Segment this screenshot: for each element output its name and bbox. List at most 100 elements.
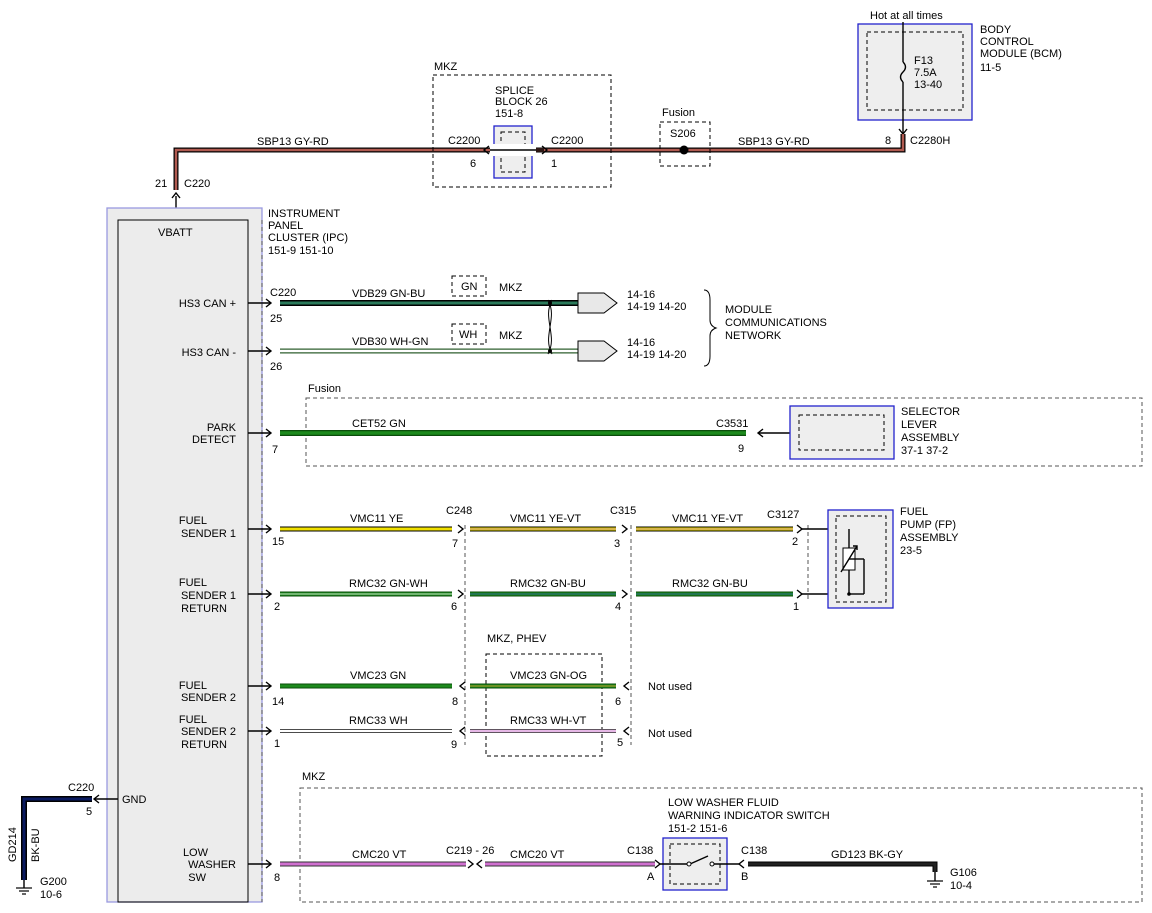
ipc-gnd-label: GND [122,794,147,806]
fs2r-c315-pin: 5 [617,737,623,749]
can-minus-ref-a: 14-16 [627,337,655,349]
can-plus-ref-a: 14-16 [627,289,655,301]
wire-vdb30-label: VDB30 WH-GN [352,336,428,348]
pin-fuel-sender2-ret-2: SENDER 2 [181,726,236,738]
c315-label: C315 [610,505,636,517]
wire-vmc23-label-2: VMC23 GN-OG [510,670,587,682]
splice-left-pin: 6 [470,158,476,170]
can-connector-c220: C220 [270,287,296,299]
fs2r-c315-chevron [622,726,630,736]
wire-gd214-label: GD214 [7,827,19,862]
wire-rmc33-label-1: RMC33 WH [349,715,408,727]
c138-pin-a: A [647,871,655,883]
fs1-c3127-pin: 2 [792,536,798,548]
fs2r-c248-chevron [458,726,466,736]
alt-gn-label: GN [461,281,478,293]
bcm-pin-8: 8 [885,135,891,147]
c3127-label: C3127 [767,509,799,521]
fs2r-chevron [265,726,273,736]
fs1r-c315-pin: 4 [615,601,621,613]
fs1-c248-chevron [457,524,465,534]
park-pin-7: 7 [272,444,278,456]
gnd-connector-c220: C220 [68,782,94,794]
fuse-f13-label: F13 [914,55,933,67]
fs2r-c248-pin: 9 [451,739,457,751]
wire-cmc20-label-2: CMC20 VT [510,849,565,861]
can-pin-26: 26 [270,361,282,373]
can-plus-arrow-connector [577,292,618,314]
pin-fuel-sender1-2: SENDER 1 [181,528,236,540]
c138-b-chevron [737,859,745,869]
pin-fuel-sender2-ret-3: RETURN [181,739,227,751]
pin-low-washer-2: WASHER [188,859,236,871]
pin-fuel-sender2-1: FUEL [179,680,207,692]
selector-inner [798,414,885,451]
mkz-phev-label: MKZ, PHEV [487,633,547,645]
pump-dot [847,592,851,596]
pin-fuel-sender2-ret-1: FUEL [179,714,207,726]
fs1r-c248-chevron [457,589,465,599]
selector-title-3: ASSEMBLY [901,432,960,444]
wire-vmc23-label-1: VMC23 GN [350,670,406,682]
park-chevron [265,428,273,438]
selector-lever-module [789,405,895,460]
twisted-pair-symbol [547,299,553,355]
wire-gd123-label: GD123 BK-GY [831,849,904,861]
twist-dot-bottom [548,349,552,353]
g200-ref: 10-6 [40,889,62,901]
hot-at-all-times-label: Hot at all times [870,10,943,22]
bcm-title-4: 11-5 [980,62,1001,74]
selector-title-1: SELECTOR [901,406,960,418]
selector-title-4: 37-1 37-2 [901,445,948,457]
wire-rmc32-label-3: RMC32 GN-BU [672,578,748,590]
can-plus-ref-b: 14-19 14-20 [627,301,686,313]
fs2-c315-pin: 6 [615,696,621,708]
network-brace [703,289,718,367]
park-connector-c3531: C3531 [716,418,748,430]
network-label-3: NETWORK [725,330,782,342]
bcm-title-3: MODULE (BCM) [980,48,1062,60]
fuse-symbol [899,61,907,83]
fs1-chevron [265,524,273,534]
washer-chevron [265,859,273,869]
park-pin-9: 9 [738,443,744,455]
selector-title-2: LEVER [901,419,937,431]
washer-pin-8: 8 [274,872,280,884]
mkz-label-top: MKZ [434,61,458,73]
splice-right-pin: 1 [551,158,557,170]
wire-vmc11-label-2: VMC11 YE-VT [510,513,581,525]
splice-left-connector: C2200 [448,135,480,147]
fuse-ref-label: 13-40 [914,79,942,91]
fs2-c248-pin: 8 [452,696,458,708]
mkz-phev-region [485,653,603,757]
wire-vmc11-label-1: VMC11 YE [350,513,403,525]
fs1-c315-chevron [621,524,629,534]
pin-park-detect-1: PARK [207,422,237,434]
network-label-1: MODULE [725,304,772,316]
gnd-pin-5: 5 [86,806,92,818]
washer-switch-title-1: LOW WASHER FLUID [668,797,779,809]
pin-low-washer-3: SW [188,872,206,884]
splice-right-chevron [541,145,549,155]
pin-low-washer-1: LOW [183,847,209,859]
ipc-module [106,207,263,903]
mkz-splice-region [432,74,612,188]
bcm-module [857,23,973,121]
mkz-can-label-1: MKZ [499,282,523,294]
splice-right-connector: C2200 [551,135,583,147]
wire-cmc20-label-1: CMC20 VT [352,849,407,861]
fs1r-c3127-pin: 1 [793,601,799,613]
ipc-title-3: CLUSTER (IPC) [268,232,348,244]
mkz-washer-label: MKZ [302,771,326,783]
alt-wh-box [451,323,487,345]
wire-vmc11-label-3: VMC11 YE-VT [672,513,743,525]
fuel-pump-title-3: ASSEMBLY [900,532,959,544]
fs1r-c315-chevron [621,589,629,599]
wire-vdb29-label: VDB29 GN-BU [352,288,425,300]
ipc-pin-21: 21 [155,178,167,190]
not-used-label-1: Not used [648,681,692,693]
can-minus-ref-b: 14-19 14-20 [627,349,686,361]
c248-label: C248 [446,505,472,517]
fs1r-c248-pin: 6 [451,601,457,613]
fuel-pump-title-2: PUMP (FP) [900,519,956,531]
